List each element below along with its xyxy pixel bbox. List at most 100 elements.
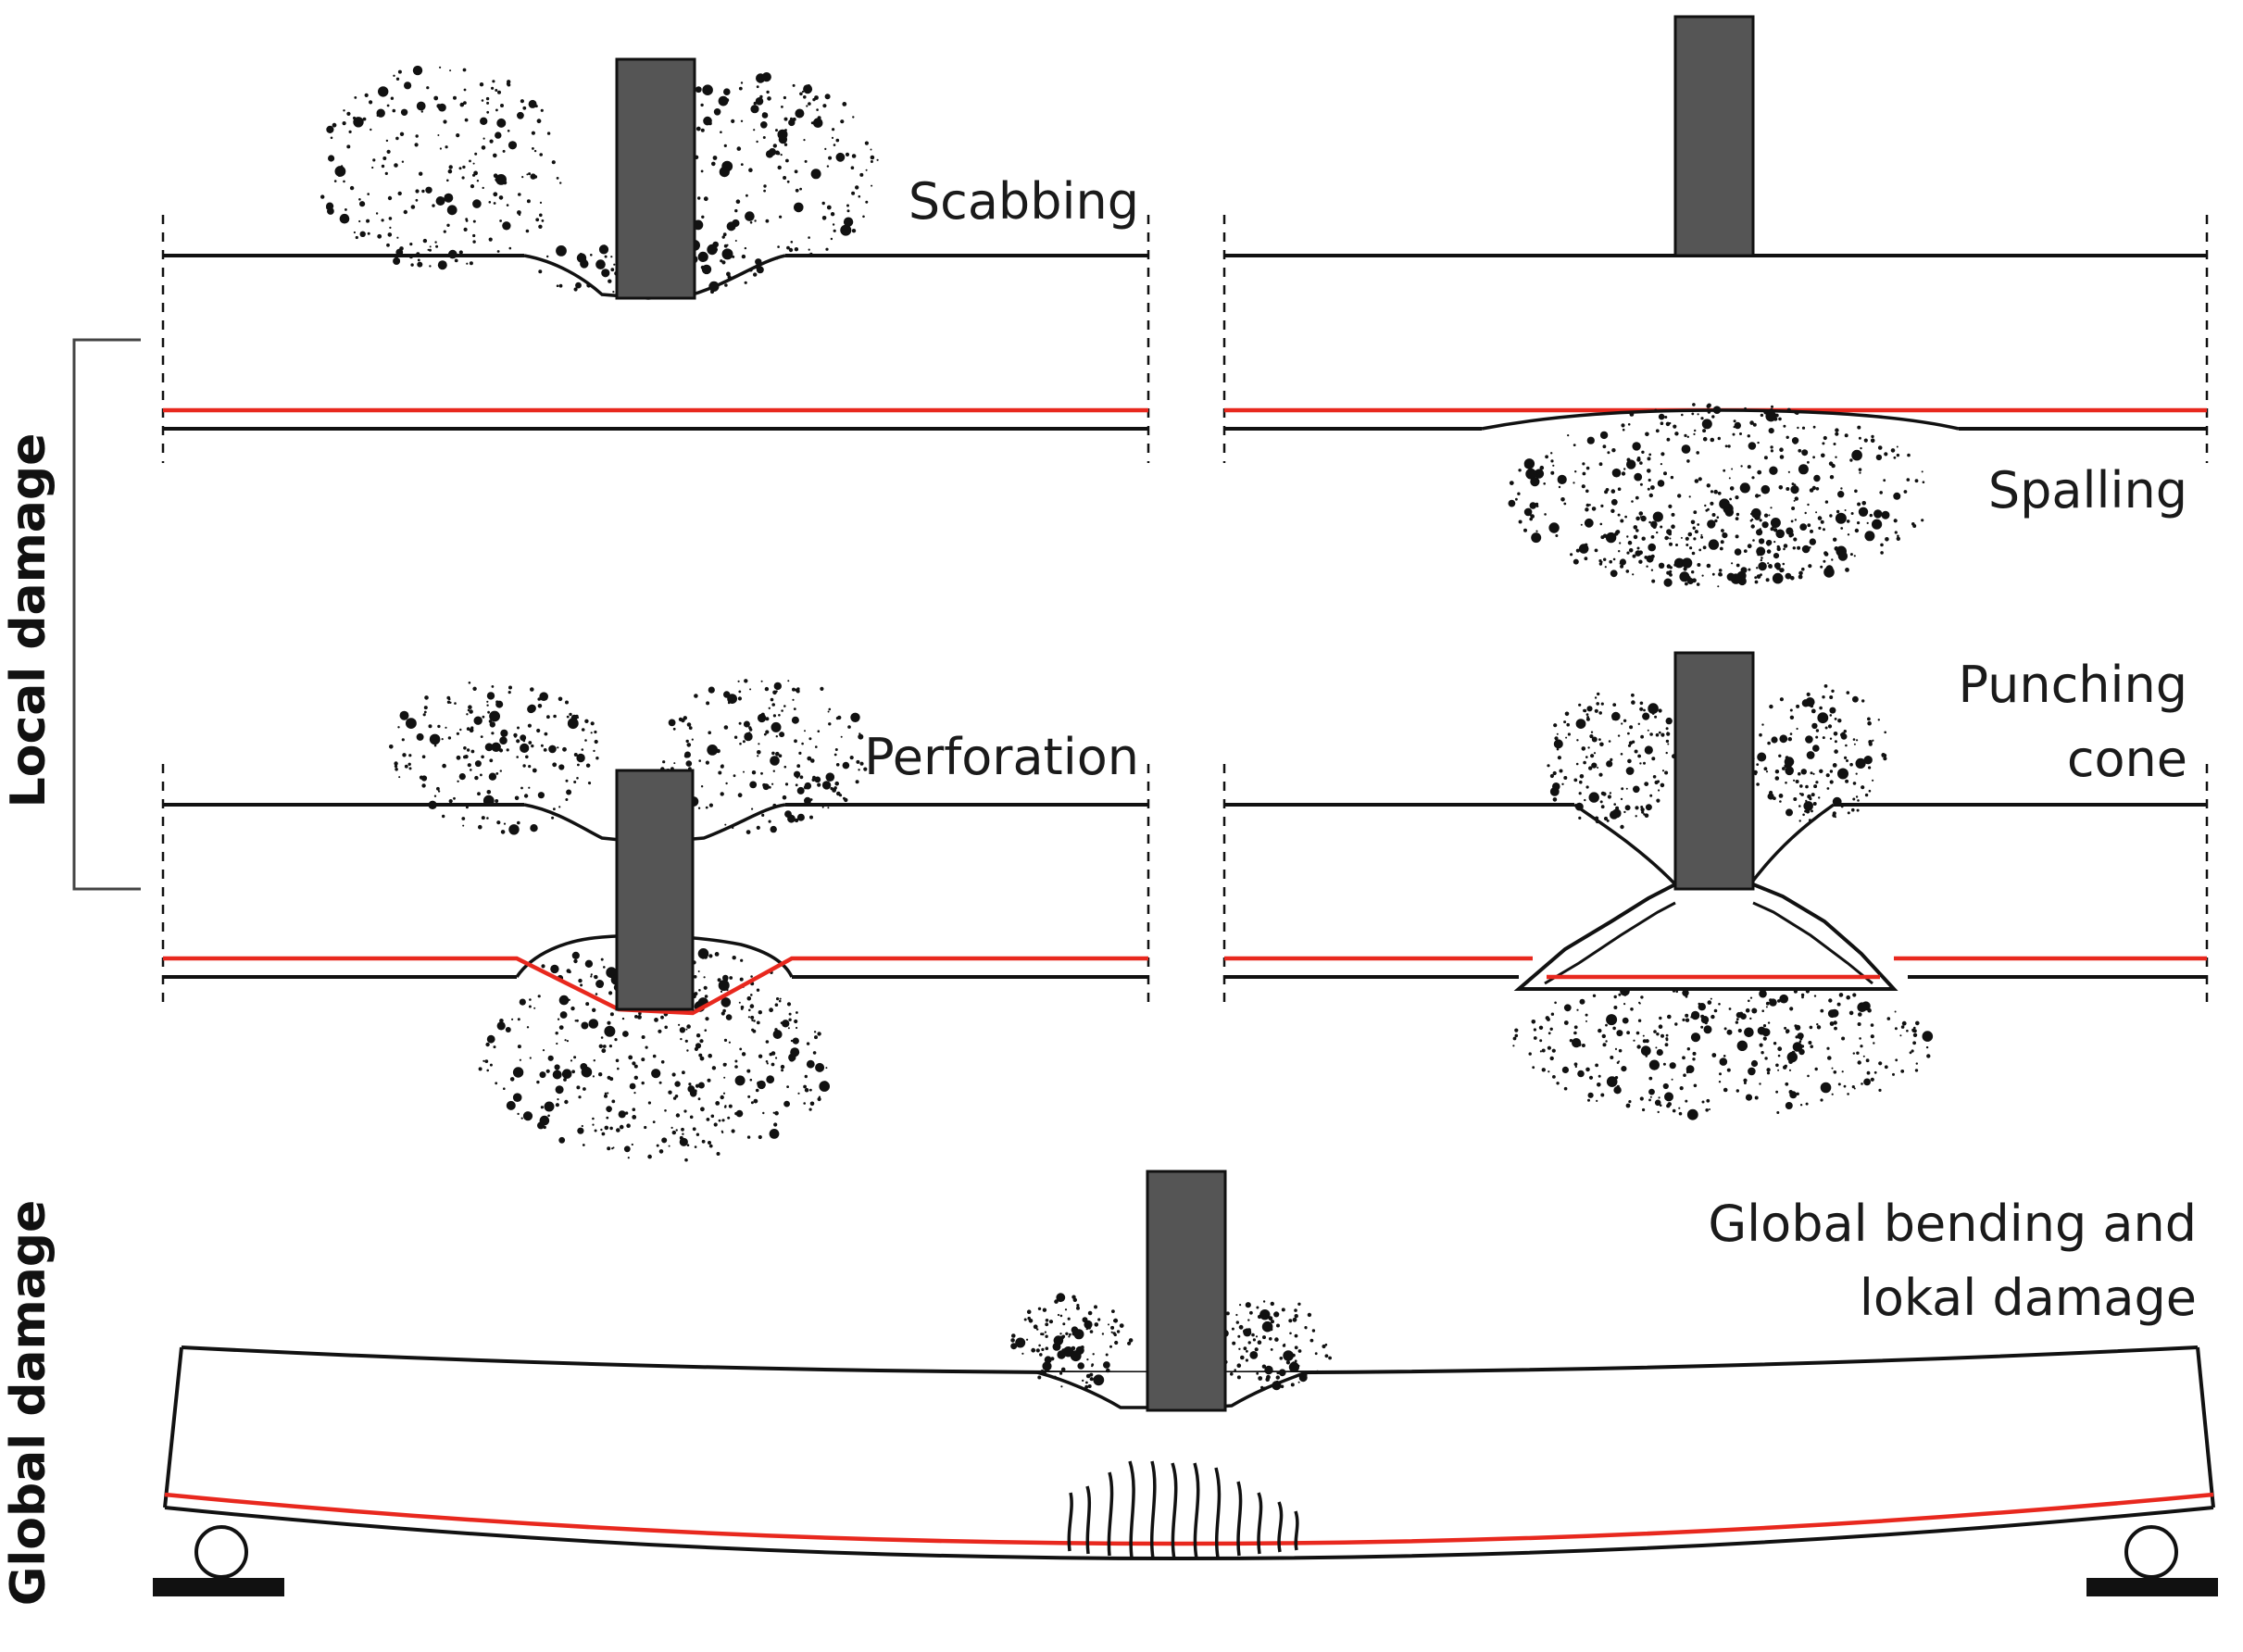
debris-particle: [1757, 441, 1760, 444]
debris-particle: [1861, 699, 1865, 703]
debris-particle: [661, 1137, 668, 1144]
debris-particle: [1512, 1036, 1517, 1041]
debris-particle: [1837, 768, 1848, 780]
debris-particle: [448, 249, 457, 259]
debris-particle: [564, 1099, 569, 1105]
debris-particle: [544, 732, 548, 736]
debris-particle: [1811, 708, 1816, 714]
debris-particle: [1559, 769, 1563, 773]
debris-particle: [345, 208, 347, 211]
debris-particle: [1801, 995, 1804, 999]
debris-particle: [370, 128, 372, 131]
debris-particle: [1713, 489, 1718, 494]
debris-particle: [1514, 1033, 1519, 1038]
debris-particle: [1922, 1031, 1934, 1042]
debris-particle: [1666, 529, 1673, 535]
debris-particle: [1627, 744, 1632, 747]
debris-particle: [1269, 1337, 1272, 1341]
debris-particle: [500, 729, 508, 737]
debris-particle: [597, 262, 601, 266]
debris-particle: [834, 748, 838, 751]
debris-particle: [821, 216, 827, 220]
debris-particle: [1573, 778, 1578, 782]
debris-particle: [741, 254, 746, 259]
debris-particle: [781, 1069, 784, 1072]
debris-particle: [1855, 772, 1858, 775]
debris-particle: [1610, 1056, 1614, 1059]
debris-particle: [538, 269, 543, 274]
debris-particle: [1600, 805, 1605, 809]
debris-particle: [1849, 458, 1853, 462]
debris-particle: [507, 141, 518, 150]
debris-particle: [1581, 746, 1586, 751]
debris-particle: [530, 824, 538, 832]
debris-particle: [1914, 1069, 1919, 1072]
debris-particle: [454, 258, 458, 263]
debris-particle: [1585, 507, 1589, 512]
debris-particle: [808, 236, 810, 239]
debris-particle: [1822, 442, 1825, 445]
debris-particle: [1089, 1377, 1094, 1382]
debris-particle: [1815, 735, 1819, 739]
debris-particle: [783, 765, 787, 769]
debris-particle: [420, 110, 423, 113]
debris-particle: [1822, 736, 1825, 740]
debris-particle: [1606, 760, 1613, 768]
debris-particle: [1736, 1018, 1739, 1020]
debris-particle: [1758, 561, 1767, 571]
debris-particle: [865, 200, 869, 204]
debris-particle: [1554, 1001, 1557, 1005]
debris-particle: [627, 1157, 630, 1159]
debris-particle: [1642, 712, 1650, 720]
debris-particle: [1776, 1111, 1780, 1114]
debris-particle: [1794, 496, 1799, 501]
debris-particle: [790, 241, 794, 244]
debris-particle: [775, 751, 780, 757]
debris-particle: [1820, 1098, 1823, 1102]
debris-particle: [1261, 1320, 1273, 1333]
debris-particle: [352, 116, 357, 120]
debris-particle: [1064, 1308, 1068, 1311]
debris-particle: [1620, 797, 1623, 801]
debris-particle: [1263, 1386, 1267, 1390]
panel-spalling: Spalling: [1222, 15, 2209, 588]
debris-particle: [793, 707, 796, 710]
debris-particle: [1553, 723, 1558, 728]
debris-particle: [795, 688, 798, 692]
debris-particle: [1884, 1065, 1888, 1070]
debris-particle: [1591, 507, 1597, 511]
debris-particle: [1575, 719, 1586, 729]
debris-particle: [1749, 996, 1753, 999]
debris-particle: [697, 1097, 701, 1101]
debris-particle: [486, 704, 489, 707]
debris-particle: [482, 715, 485, 719]
projectile: [1673, 651, 1755, 891]
debris-particle: [1856, 1051, 1860, 1055]
debris-particle: [1903, 490, 1908, 494]
debris-particle: [1748, 999, 1750, 1003]
debris-particle: [1765, 1001, 1770, 1006]
debris-particle: [733, 774, 736, 778]
debris-particle: [592, 1117, 595, 1120]
debris-particle: [1906, 478, 1911, 482]
debris-particle: [1871, 434, 1874, 439]
debris-particle: [487, 710, 490, 714]
debris-particle: [1609, 537, 1611, 541]
debris-particle: [1765, 523, 1768, 527]
debris-particle: [403, 209, 407, 215]
debris-particle: [1783, 544, 1788, 548]
debris-particle: [729, 976, 733, 980]
debris-particle: [382, 156, 387, 160]
debris-particle: [517, 1112, 520, 1116]
debris-particle: [803, 95, 807, 99]
debris-particle: [1841, 1036, 1846, 1041]
debris-particle: [493, 173, 498, 179]
debris-particle: [1763, 767, 1768, 771]
debris-particle: [528, 741, 533, 745]
debris-particle: [689, 1115, 694, 1120]
debris-particle: [1754, 1095, 1759, 1100]
debris-particle: [1515, 497, 1518, 501]
debris-particle: [1297, 1302, 1301, 1307]
debris-particle: [359, 231, 366, 237]
debris-particle: [1846, 759, 1848, 762]
